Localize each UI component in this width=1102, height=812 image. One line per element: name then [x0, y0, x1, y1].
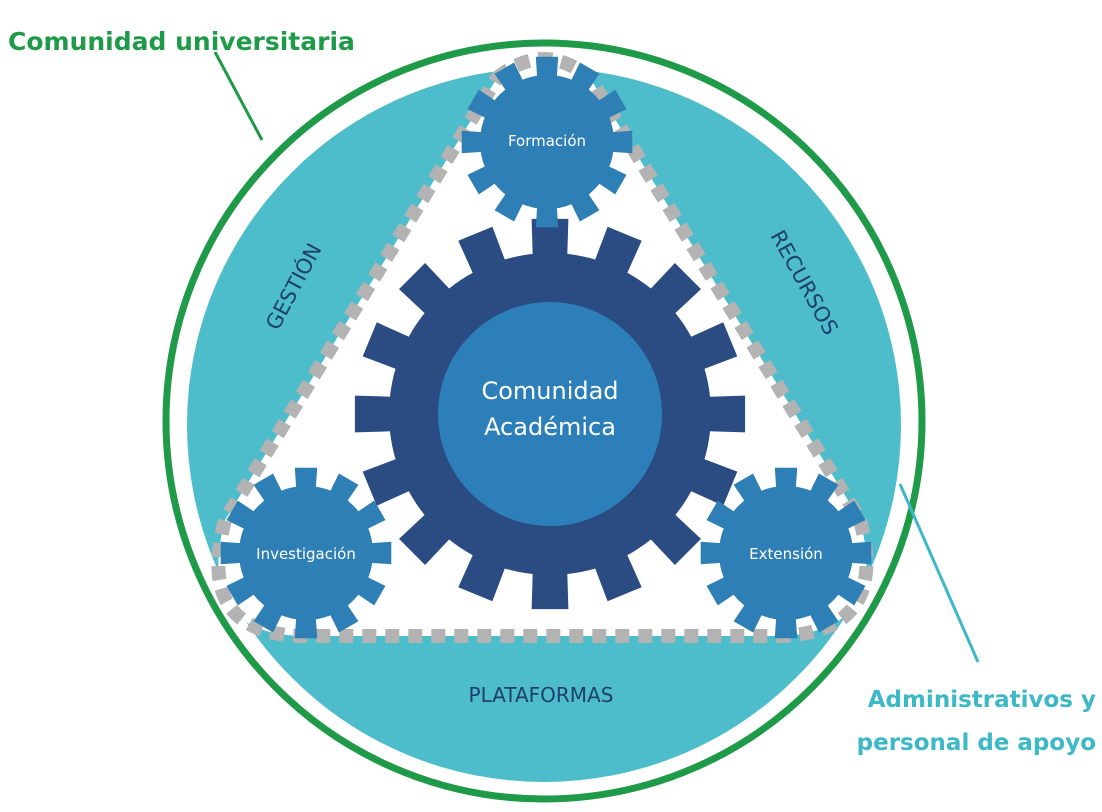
gear-investigacion-body — [239, 486, 373, 620]
gear-investigacion — [220, 467, 392, 639]
gear-formacion-label: Formación — [508, 132, 586, 150]
gear-comunidad-academica-hub — [438, 302, 662, 526]
gear-formacion — [461, 56, 633, 228]
outer-community-ring — [162, 39, 926, 803]
center-label-line2: Académica — [484, 413, 616, 441]
side-label-plataformas: PLATAFORMAS — [469, 683, 614, 707]
gear-formacion-body — [480, 75, 614, 209]
community-title: Comunidad universitaria — [8, 27, 355, 56]
gear-extension-label: Extensión — [749, 545, 823, 563]
center-label-line1: Comunidad — [481, 377, 618, 405]
admin-label-line2: personal de apoyo — [857, 730, 1096, 756]
gear-comunidad-academica — [354, 218, 746, 610]
admin-leader-line — [898, 483, 980, 663]
gear-extension — [700, 467, 872, 639]
community-leader-line — [213, 51, 264, 141]
admin-label-line1: Administrativos y — [868, 687, 1096, 713]
gear-extension-body — [719, 486, 853, 620]
gear-investigacion-label: Investigación — [256, 545, 356, 563]
